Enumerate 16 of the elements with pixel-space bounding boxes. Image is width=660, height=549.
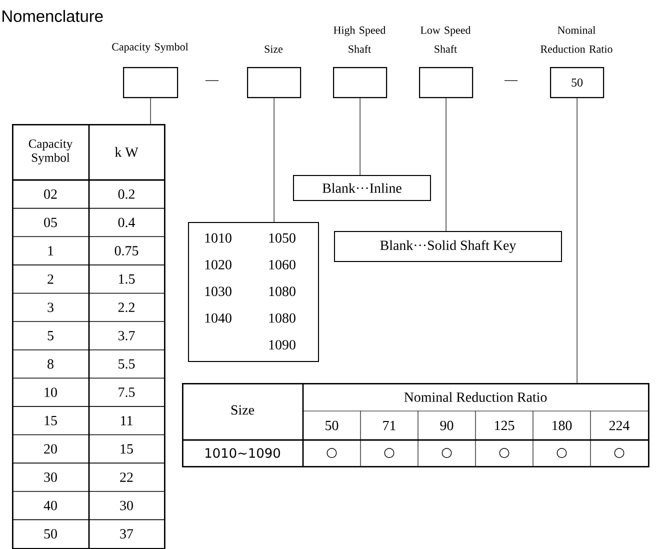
field-heading: Nominal Reduction Ratio	[540, 26, 612, 53]
option-box: Blank···Inline	[293, 175, 431, 201]
option-box: Blank···Solid Shaft Key	[334, 231, 562, 262]
field-heading: Size	[264, 45, 283, 53]
field-heading: Capacity Symbol	[112, 42, 188, 53]
separator-dash: —	[504, 80, 518, 81]
field-heading: High Speed Shaft	[334, 26, 386, 53]
leader-line	[576, 98, 578, 384]
field-heading: Low Speed Shaft	[420, 26, 471, 53]
capacity-table: Capacity Symbol k W 02 0.2 05 0.4 1 0.75 2 1.5 3 2.2 5 3.7 8 5.5 10 7.5 15 11 20 15 30 22 40 30 50 37	[12, 124, 166, 549]
ratio-table: Size Nominal Reduction Ratio 50 71 90 125 180 224 1010∼1090 ○ ○ ○ ○ ○ ○	[182, 383, 650, 468]
size-list-box: 1010 1050 1020 1060 1030 1080 1040 1080 1090	[188, 222, 319, 362]
code-box: 50	[550, 67, 604, 98]
title: Nomenclature	[2, 10, 103, 22]
separator-dash: —	[205, 80, 219, 81]
leader-line	[150, 98, 151, 124]
